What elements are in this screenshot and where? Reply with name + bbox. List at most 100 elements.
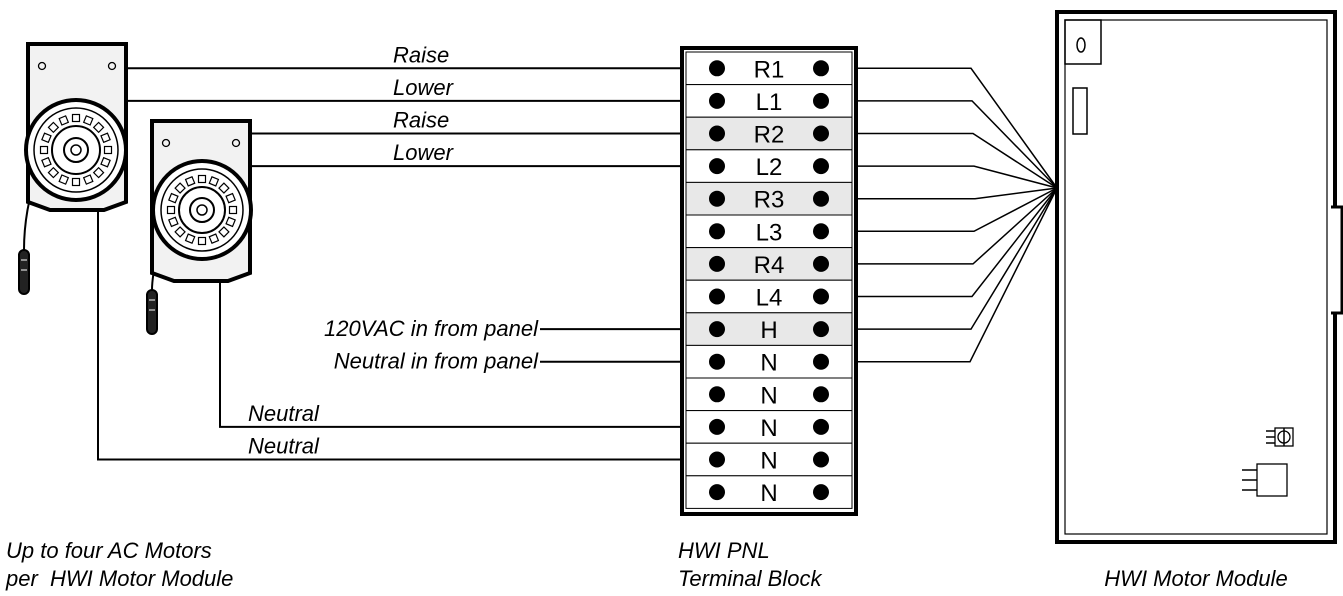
module-slot	[1072, 87, 1088, 135]
terminal-screw-left	[709, 386, 725, 403]
terminal-row-n: N	[685, 410, 853, 444]
terminal-screw-left	[709, 418, 725, 435]
terminal-screw-right	[813, 451, 829, 468]
module-corner-box	[1064, 19, 1102, 65]
module-connection-wire	[821, 187, 1058, 233]
terminal-screw-left	[709, 353, 725, 370]
wire-label: Lower	[393, 140, 455, 165]
terminal-screw-right	[813, 125, 829, 142]
motor-gear-icon	[24, 98, 128, 202]
motor-module-inner	[1064, 19, 1328, 535]
terminal-row-l4: L4	[685, 279, 853, 314]
neutral-wire-label: Neutral	[248, 434, 320, 459]
terminal-screw-left	[709, 60, 725, 77]
module-connection-wire	[821, 100, 1058, 189]
wires-layer	[97, 67, 1058, 461]
terminal-label: N	[760, 350, 777, 377]
terminal-screw-right	[813, 60, 829, 77]
terminal-row-h: H	[685, 312, 853, 346]
terminal-label: L2	[756, 154, 783, 181]
terminal-block-caption-line2: Terminal Block	[678, 566, 822, 591]
terminal-label: N	[760, 382, 777, 409]
terminal-screw-left	[709, 288, 725, 305]
terminal-screw-right	[813, 484, 829, 501]
neutral-wire	[219, 281, 717, 428]
wire-label: Raise	[393, 42, 449, 67]
module-mount-hole	[1076, 37, 1086, 53]
terminal-row-n: N	[685, 377, 853, 412]
terminal-screw-right	[813, 418, 829, 435]
terminal-label: R4	[754, 252, 785, 279]
neutral-wire	[97, 210, 717, 461]
neutral-wire-label: Neutral	[248, 401, 320, 426]
terminal-row-r4: R4	[685, 247, 853, 281]
terminal-label: L4	[756, 285, 783, 312]
terminal-row-r1: R1	[685, 51, 853, 86]
terminal-screw-left	[709, 92, 725, 109]
terminal-row-l1: L1	[685, 84, 853, 118]
module-connection-wire	[821, 165, 1058, 189]
terminal-screw-right	[813, 158, 829, 175]
terminal-screw-right	[813, 223, 829, 240]
ac-motor-2	[146, 119, 253, 335]
module-connection-wire	[821, 132, 1058, 189]
motor-gear-icon	[151, 159, 253, 261]
module-connection-wire	[821, 67, 1058, 189]
terminal-screw-left	[709, 451, 725, 468]
terminal-block-caption-line1: HWI PNL	[678, 538, 770, 563]
terminal-screw-right	[813, 190, 829, 207]
terminal-screw-left	[709, 321, 725, 338]
wire-label: Raise	[393, 108, 449, 133]
terminal-screw-right	[813, 321, 829, 338]
motor-plug-icon	[18, 249, 30, 295]
terminal-label: N	[760, 415, 777, 442]
terminal-row-n: N	[685, 344, 853, 379]
module-connector-icon	[1242, 463, 1288, 497]
module-caption: HWI Motor Module	[1104, 566, 1287, 591]
terminal-row-n: N	[685, 442, 853, 477]
terminal-label: R3	[754, 187, 785, 214]
module-connection-wire	[821, 187, 1058, 200]
terminal-row-n: N	[685, 475, 853, 509]
terminal-row-l2: L2	[685, 149, 853, 183]
panel-wire-label: Neutral in from panel	[334, 349, 539, 374]
terminal-label: R1	[754, 56, 785, 83]
terminal-screw-right	[813, 386, 829, 403]
module-side-tab	[1331, 205, 1343, 315]
terminal-label: L1	[756, 89, 783, 116]
module-connection-wire	[821, 187, 1058, 265]
terminal-screw-left	[709, 484, 725, 501]
terminal-label: H	[760, 317, 777, 344]
terminal-screw-left	[709, 255, 725, 272]
terminal-screw-right	[813, 288, 829, 305]
motor-module-outer	[1055, 10, 1337, 544]
terminal-screw-left	[709, 223, 725, 240]
module-switch-icon	[1266, 427, 1294, 447]
motors-layer	[18, 42, 253, 335]
terminal-label: L3	[756, 219, 783, 246]
terminal-row-r3: R3	[685, 181, 853, 216]
terminal-screw-left	[709, 190, 725, 207]
terminal-screw-left	[709, 158, 725, 175]
motors-caption-line1: Up to four AC Motors	[6, 538, 212, 563]
terminal-label: R2	[754, 122, 785, 149]
module-connection-wire	[821, 187, 1058, 298]
terminal-screw-right	[813, 255, 829, 272]
module-connection-wire	[821, 187, 1058, 330]
terminal-label: N	[760, 480, 777, 507]
terminal-screw-right	[813, 353, 829, 370]
terminal-row-r2: R2	[685, 116, 853, 151]
panel-wire-label: 120VAC in from panel	[324, 316, 539, 341]
terminal-screw-left	[709, 125, 725, 142]
module-connection-wire	[821, 187, 1058, 363]
motor-plug-icon	[146, 289, 158, 335]
motors-caption-line2: per HWI Motor Module	[5, 566, 233, 591]
terminal-row-l3: L3	[685, 214, 853, 249]
terminal-label: N	[760, 448, 777, 475]
motor-module	[1055, 10, 1343, 544]
wire-label: Lower	[393, 75, 455, 100]
